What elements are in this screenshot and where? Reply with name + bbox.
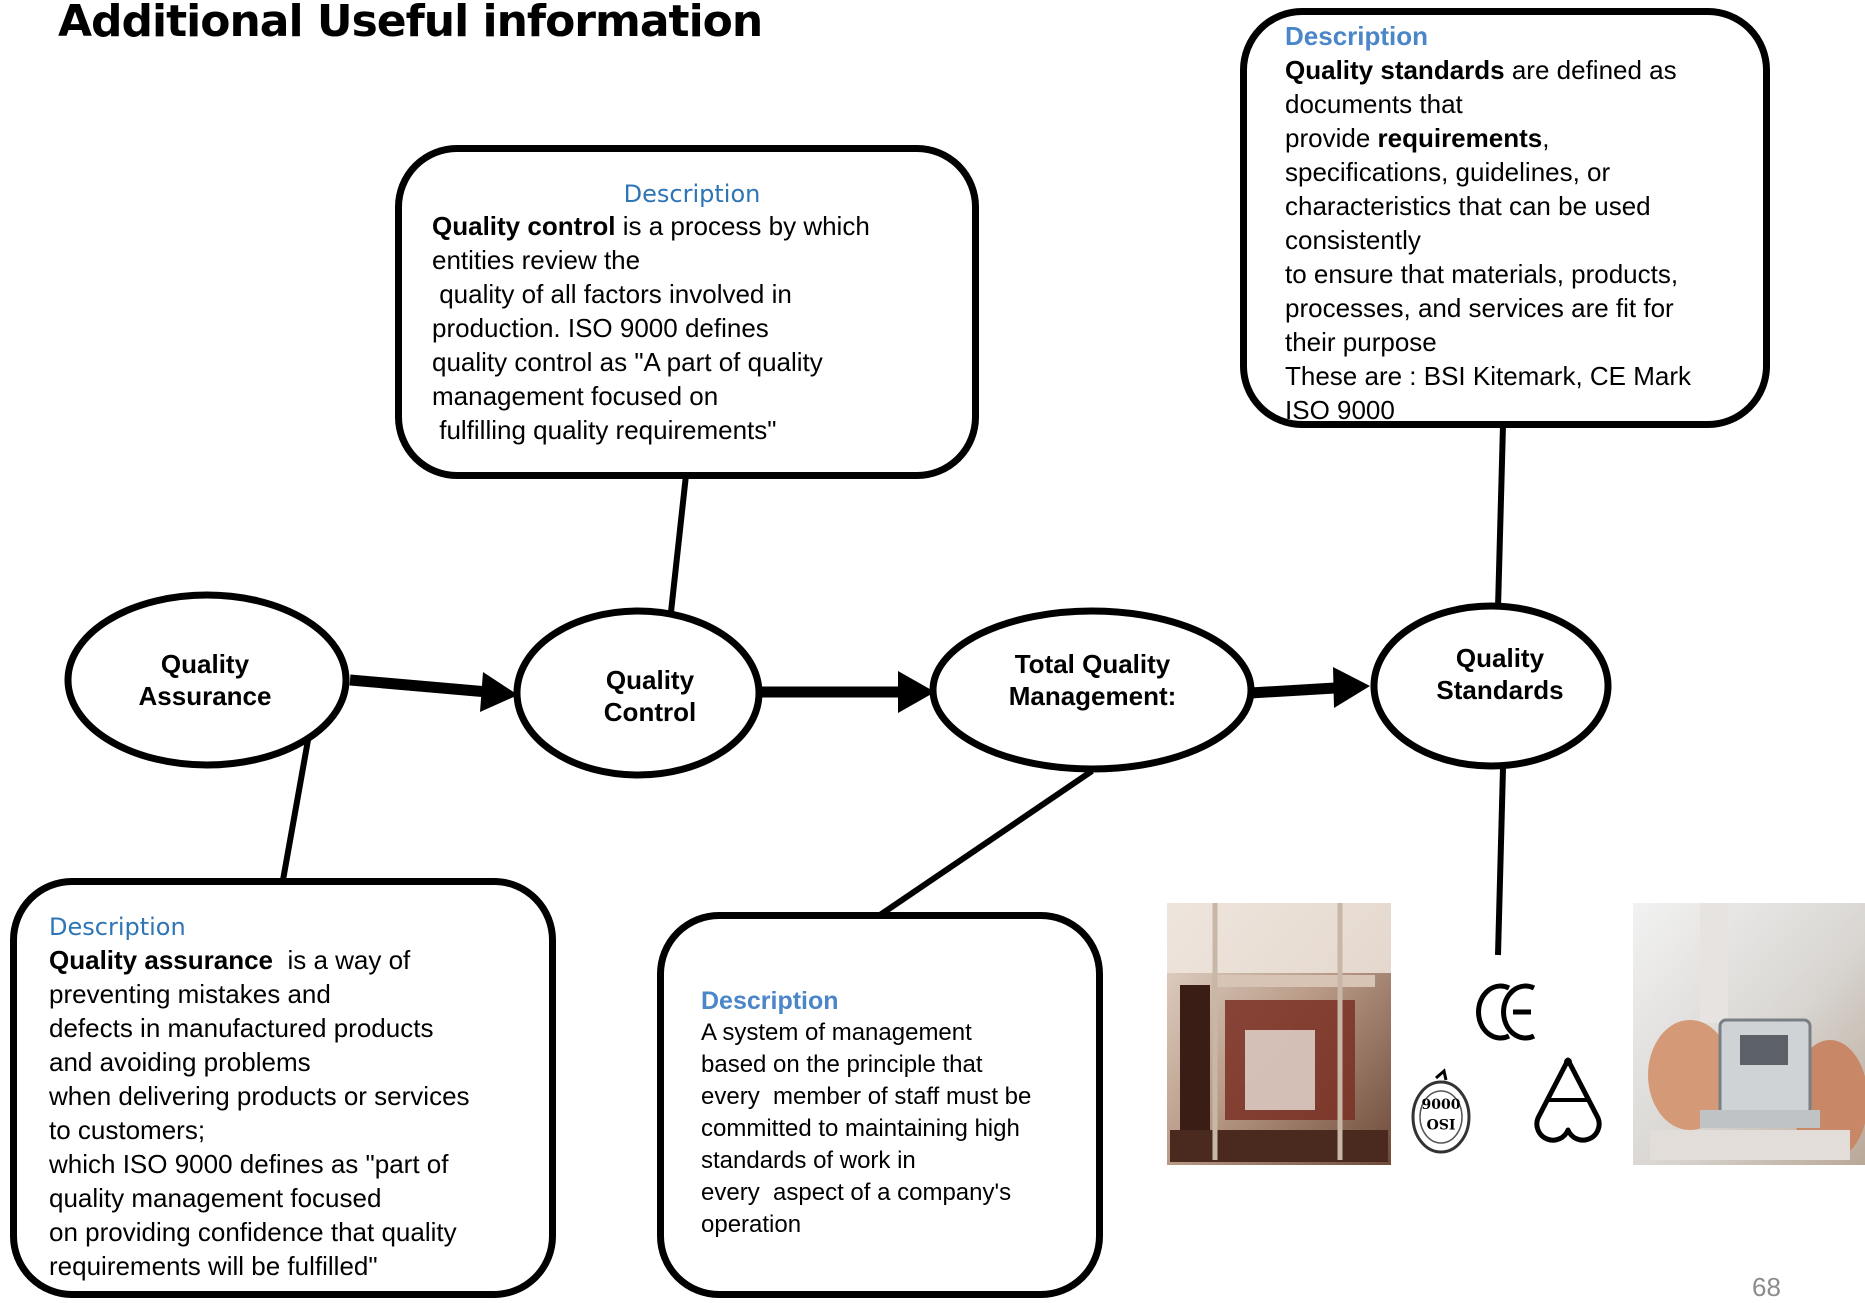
qs-node-line-1: Quality (1455, 643, 1545, 673)
qc-line-1: is a process by which (615, 211, 870, 241)
qs-line-4: specifications, guidelines, or (1285, 157, 1611, 187)
qa-line-2: preventing mistakes and (49, 979, 331, 1009)
connector-qs-logos (1495, 767, 1506, 956)
qs-line-3-post: , (1542, 123, 1550, 153)
qa-node-ellipse (64, 591, 350, 769)
tqm-line-5: standards of work in (701, 1147, 916, 1174)
quality-assurance-description-box: Description Quality assurance is a way o… (10, 878, 556, 1298)
arrow-qa-to-qc-shaft (349, 674, 489, 698)
arrow-qc-to-tqm-head (898, 671, 935, 713)
quality-control-description-label: Description (623, 180, 761, 208)
tqm-line-4: committed to maintaining high (701, 1115, 1020, 1142)
tqm-node-line-2: Management: (1008, 681, 1177, 711)
qa-line-8: quality management focused (49, 1183, 382, 1213)
tqm-line-6: every aspect of a company's (701, 1179, 1012, 1206)
quality-control-term: Quality control (432, 211, 616, 241)
qs-line-7: to ensure that materials, products, (1285, 259, 1679, 289)
connector-tqm-box (878, 768, 1094, 918)
qa-line-1: is a way of (273, 945, 411, 975)
qa-line-5: when delivering products or services (49, 1081, 470, 1111)
qc-line-7: fulfilling quality requirements" (432, 415, 777, 445)
tqm-line-3: every member of staff must be (701, 1083, 1032, 1110)
slide-title: Additional Useful information (58, 0, 763, 47)
tqm-description-label: Description (701, 987, 839, 1015)
quality-assurance-term: Quality assurance (49, 945, 273, 975)
qc-node-ellipse (513, 607, 763, 779)
qs-node-line-2: Standards (1436, 675, 1564, 705)
caliper-measurement-photo (1633, 903, 1865, 1165)
arrow-tqm-to-qs-head (1333, 667, 1370, 708)
qc-line-5: quality control as "A part of quality (432, 347, 823, 377)
qc-line-2: entities review the (432, 245, 641, 275)
iso-seal-number: 9000 (1421, 1097, 1461, 1113)
qa-line-6: to customers; (49, 1115, 206, 1145)
ce-mark-logo (1476, 983, 1536, 1041)
qc-line-6: management focused on (432, 381, 719, 411)
tqm-line-1: A system of management (701, 1019, 972, 1046)
qs-line-2: documents that (1285, 89, 1463, 119)
qc-line-3: quality of all factors involved in (432, 279, 792, 309)
tqm-description-box: Description A system of management based… (657, 912, 1103, 1298)
qc-line-4: production. ISO 9000 defines (432, 313, 769, 343)
connector-qs-box (1495, 424, 1506, 609)
quality-standards-description-box: Description Quality standards are define… (1240, 8, 1770, 428)
qs-line-6: consistently (1285, 225, 1421, 255)
qs-line-1: are defined as (1504, 55, 1677, 85)
qs-line-3-pre: provide (1285, 123, 1378, 153)
arrow-qa-to-qc-head (480, 672, 518, 712)
qa-line-7: which ISO 9000 defines as "part of (49, 1149, 449, 1179)
quality-control-description-box: Description Quality control is a process… (395, 145, 979, 479)
quality-assurance-description-label: Description (49, 913, 186, 941)
qa-node-line-2: Assurance (138, 681, 272, 711)
qs-line-8: processes, and services are fit for (1285, 293, 1674, 323)
quality-standards-term: Quality standards (1285, 55, 1505, 85)
qc-node-line-2: Control (603, 697, 697, 727)
qa-node-line-1: Quality (160, 649, 250, 679)
qa-line-10: requirements will be fulfilled" (49, 1251, 378, 1281)
quality-standards-description-label: Description (1285, 21, 1429, 51)
connector-qa-box (280, 739, 311, 881)
tqm-node-line-1: Total Quality (1014, 649, 1171, 679)
manufacturing-photo (1167, 903, 1391, 1165)
qa-line-3: defects in manufactured products (49, 1013, 434, 1043)
requirements-term: requirements (1377, 123, 1543, 153)
tqm-line-7: operation (701, 1211, 802, 1238)
iso-9000-seal-logo (1411, 1068, 1471, 1154)
bsi-kitemark-logo (1534, 1057, 1602, 1143)
qa-line-4: and avoiding problems (49, 1047, 311, 1077)
qs-line-5: characteristics that can be used (1285, 191, 1651, 221)
page-number: 68 (1752, 1272, 1781, 1302)
qs-line-11: ISO 9000 (1285, 395, 1395, 425)
qs-line-10: These are : BSI Kitemark, CE Mark (1285, 361, 1692, 391)
qc-node-line-1: Quality (605, 665, 695, 695)
qs-line-9: their purpose (1285, 327, 1437, 357)
qa-line-9: on providing confidence that quality (49, 1217, 457, 1247)
qs-node-ellipse (1370, 602, 1612, 770)
iso-seal-label: ISO (1426, 1115, 1456, 1131)
connector-qc-box (668, 474, 689, 613)
arrow-tqm-to-qs-shaft (1249, 682, 1336, 699)
tqm-line-2: based on the principle that (701, 1051, 983, 1078)
